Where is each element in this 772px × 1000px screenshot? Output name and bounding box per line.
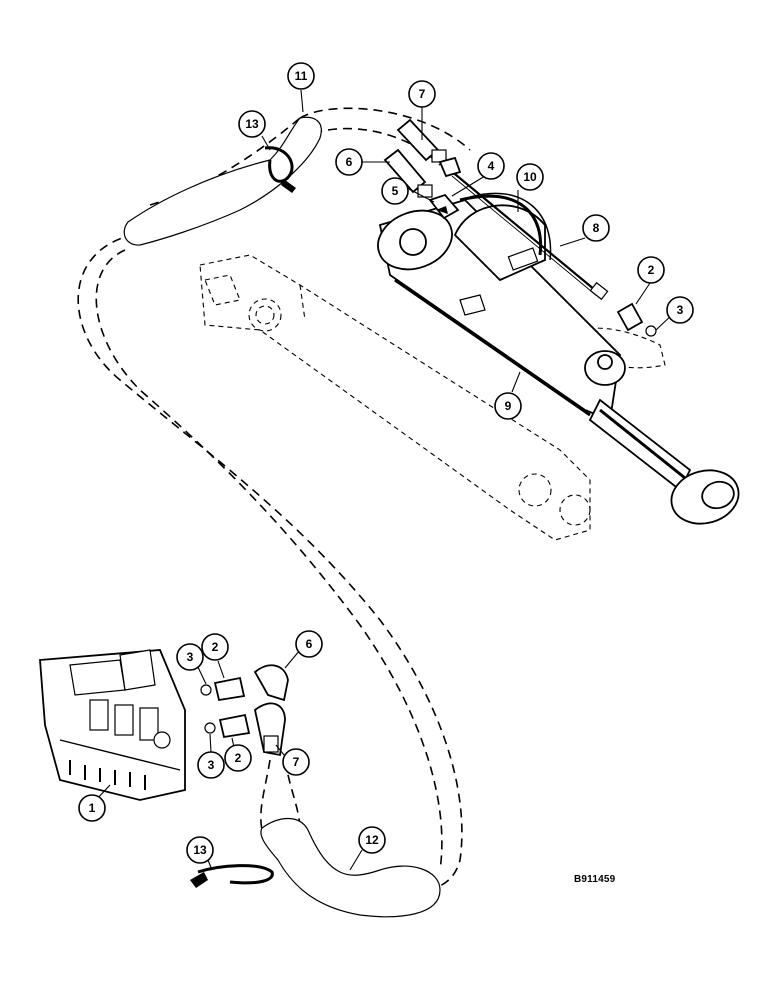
hose-sleeve-upper <box>123 116 322 246</box>
hose-sleeve-lower <box>260 817 441 918</box>
callout-5-label: 5 <box>392 184 399 198</box>
callout-3-lower-b-label: 3 <box>208 758 215 772</box>
callout-12-label: 12 <box>365 833 379 847</box>
control-valve <box>39 649 186 801</box>
callout-3-lower-a: 3 <box>176 643 204 671</box>
callout-7-upper-label: 7 <box>419 87 426 101</box>
callout-7-lower-label: 7 <box>293 755 300 769</box>
callout-3-upper: 3 <box>666 296 694 324</box>
callout-2-lower-b: 2 <box>224 744 252 772</box>
callout-3-lower-a-label: 3 <box>187 650 194 664</box>
callout-4-label: 4 <box>488 159 495 173</box>
callout-11-label: 11 <box>295 69 308 83</box>
leader-lines <box>95 89 676 871</box>
band-clamp <box>459 192 552 271</box>
callout-7-lower: 7 <box>282 748 310 776</box>
callout-6-lower-label: 6 <box>306 637 313 651</box>
callout-9: 9 <box>494 392 522 420</box>
callout-2-upper: 2 <box>637 256 665 284</box>
callout-7-upper: 7 <box>408 80 436 108</box>
callout-8-label: 8 <box>593 221 600 235</box>
figure-id: B911459 <box>574 874 616 885</box>
hose-clamp-upper <box>264 146 296 193</box>
callout-6-upper-label: 6 <box>346 155 353 169</box>
hose-clamp-lower <box>190 864 274 888</box>
hydraulic-cylinder <box>377 198 740 525</box>
callout-13-lower-label: 13 <box>193 843 207 857</box>
callout-1: 1 <box>78 794 106 822</box>
callout-2-lower-b-label: 2 <box>235 751 242 765</box>
callout-4: 4 <box>477 152 505 180</box>
callout-6-upper: 6 <box>335 148 363 176</box>
callout-3-lower-b: 3 <box>197 751 225 779</box>
callout-12: 12 <box>358 826 386 854</box>
callout-8: 8 <box>582 214 610 242</box>
callout-2-upper-label: 2 <box>648 263 655 277</box>
callout-13-lower: 13 <box>186 836 214 864</box>
callout-3-upper-label: 3 <box>677 303 684 317</box>
callout-9-label: 9 <box>505 399 512 413</box>
callout-2-lower-a: 2 <box>201 633 229 661</box>
right-fittings <box>616 302 657 337</box>
callout-1-label: 1 <box>89 801 96 815</box>
callout-5: 5 <box>381 177 409 205</box>
callout-10-label: 10 <box>523 170 537 184</box>
steel-tube <box>449 169 609 301</box>
callout-13-upper: 13 <box>238 110 266 138</box>
callout-11: 11 <box>287 62 315 90</box>
callout-13-upper-label: 13 <box>245 117 259 131</box>
callout-6-lower: 6 <box>295 630 323 658</box>
callout-2-lower-a-label: 2 <box>212 640 219 654</box>
callout-10: 10 <box>516 163 544 191</box>
lower-fittings <box>200 664 289 757</box>
